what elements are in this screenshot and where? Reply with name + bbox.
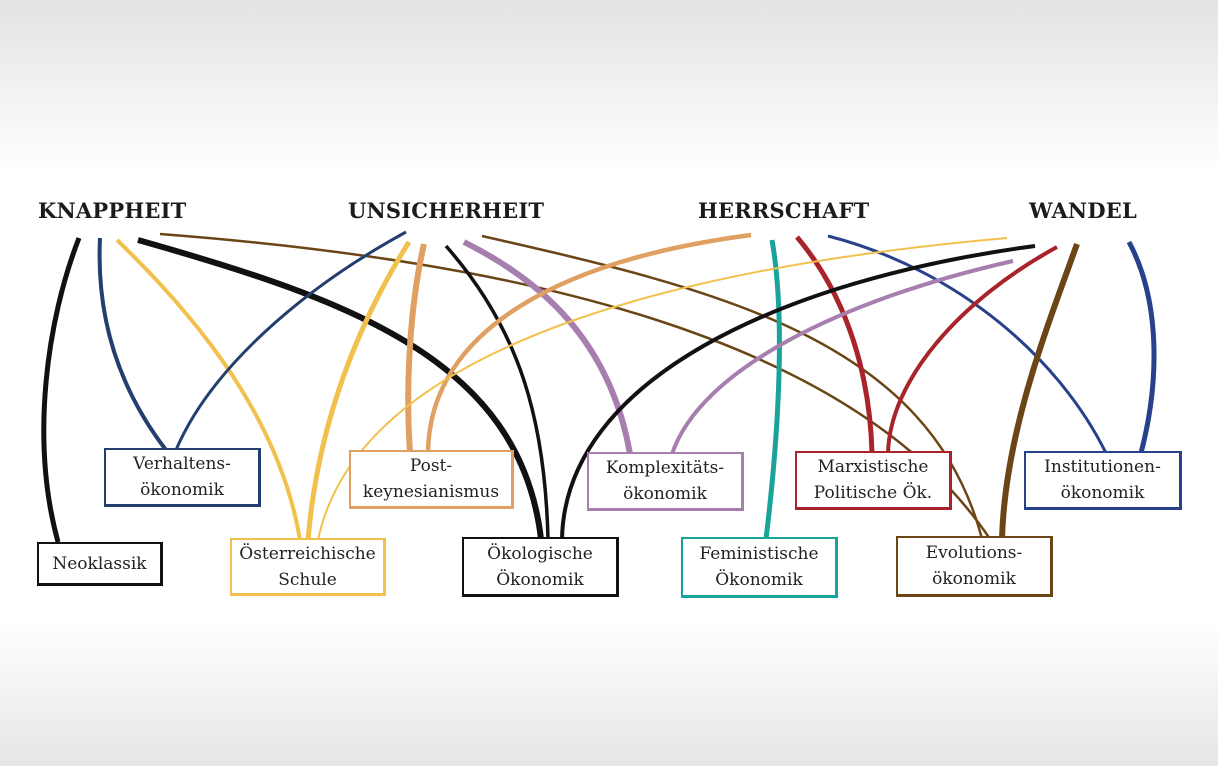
line-unsicherheit-verhalten — [174, 230, 407, 451]
line-wandel-marxistisch — [886, 245, 1058, 454]
line-unsicherheit-postkeynes — [405, 243, 427, 453]
box-evolutionsoekonomik: Evolutions- ökonomik — [896, 536, 1053, 597]
line-unsicherheit-oekologisch — [444, 244, 550, 540]
box-postkeynesianismus: Post- keynesianismus — [349, 450, 514, 509]
line-wandel-institution — [1126, 240, 1157, 454]
box-verhaltensoekonomik: Verhaltens- ökonomik — [104, 448, 261, 507]
box-institutionenoekonomik: Institutionen- ökonomik — [1024, 451, 1182, 510]
line-knappheit-neoklassik — [41, 237, 82, 543]
label-postkeynesianismus: Post- keynesianismus — [362, 456, 500, 502]
label-oesterreichische-schule: Österreichische Schule — [239, 543, 376, 590]
line-unsicherheit-komplex — [462, 239, 633, 455]
heading-herrschaft: HERRSCHAFT — [698, 198, 870, 223]
label-feministische-oekonomik: Feministische Ökonomik — [699, 544, 819, 590]
connection-lines — [41, 230, 1157, 543]
box-oesterreichische-schule: Österreichische Schule — [230, 538, 386, 596]
label-evolutionsoekonomik: Evolutions- ökonomik — [925, 543, 1023, 589]
line-herrschaft-feministisch — [763, 239, 782, 540]
box-marxistische-politische-oek: Marxistische Politische Ök. — [795, 451, 952, 510]
label-verhaltensoekonomik: Verhaltens- ökonomik — [133, 454, 231, 500]
heading-wandel: WANDEL — [1029, 198, 1137, 223]
line-wandel-oekologisch — [560, 244, 1036, 540]
heading-knappheit: KNAPPHEIT — [38, 198, 187, 223]
label-institutionenoekonomik: Institutionen- ökonomik — [1044, 457, 1161, 503]
label-neoklassik: Neoklassik — [52, 553, 147, 574]
heading-unsicherheit: UNSICHERHEIT — [348, 198, 545, 223]
label-oekologische-oekonomik: Ökologische Ökonomik — [487, 543, 593, 590]
line-herrschaft-postkeynes — [425, 232, 752, 453]
label-komplexitaetsoekonomik: Komplexitäts- ökonomik — [605, 458, 725, 504]
line-wandel-evolution — [999, 242, 1080, 540]
box-oekologische-oekonomik: Ökologische Ökonomik — [462, 537, 619, 597]
line-knappheit-oesterreich — [115, 238, 302, 541]
line-wandel-komplex — [670, 259, 1014, 455]
label-marxistische-politische-oek: Marxistische Politische Ök. — [813, 457, 933, 503]
line-knappheit-verhalten — [97, 237, 168, 452]
box-neoklassik: Neoklassik — [37, 542, 163, 586]
box-komplexitaetsoekonomik: Komplexitäts- ökonomik — [587, 452, 744, 511]
line-herrschaft-marxistisch — [795, 235, 875, 454]
box-feministische-oekonomik: Feministische Ökonomik — [681, 537, 838, 598]
line-unsicherheit-oesterreich — [305, 240, 412, 541]
